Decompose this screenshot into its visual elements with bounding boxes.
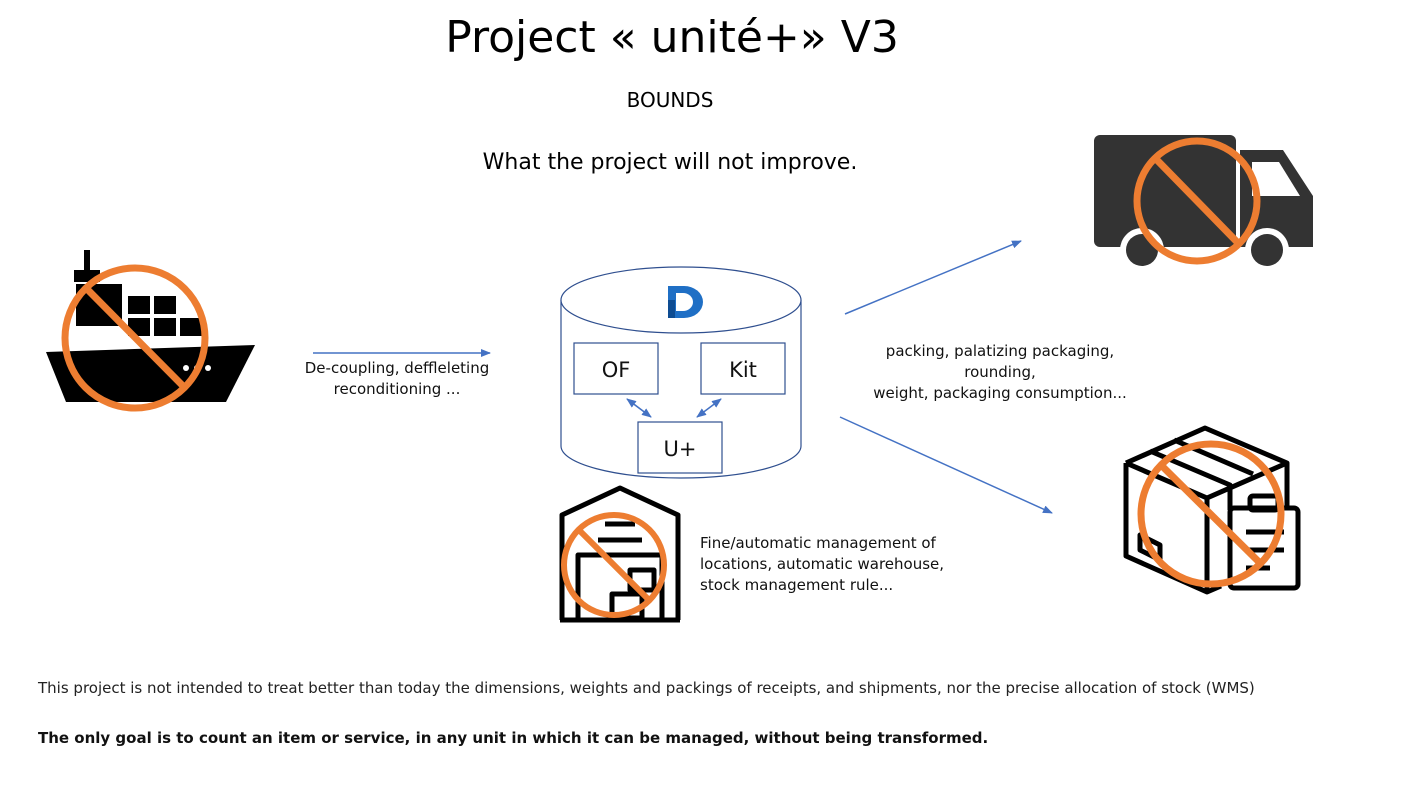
package-icon xyxy=(1123,425,1301,595)
truck-icon xyxy=(1094,135,1313,272)
outbound-label-line: weight, packaging consumption... xyxy=(873,384,1127,402)
prohibited-icon xyxy=(1137,440,1285,588)
logo-d-icon xyxy=(668,286,703,318)
outbound-label-line: rounding, xyxy=(964,363,1036,381)
uplus-box: U+ xyxy=(637,421,723,474)
prohibited-icon xyxy=(61,264,209,412)
outbound-label-line: packing, palatizing packaging, xyxy=(885,342,1115,360)
tagline: What the project will not improve. xyxy=(482,150,858,175)
ship-label-line: reconditioning ... xyxy=(333,380,461,398)
arrow-db-to-package xyxy=(839,416,1053,514)
footer-note: This project is not intended to treat be… xyxy=(38,679,1255,697)
kit-box-label: Kit xyxy=(729,358,757,382)
prohibited-icon xyxy=(561,512,667,618)
warehouse-label: Fine/automatic management of locations, … xyxy=(700,533,960,596)
footer-goal: The only goal is to count an item or ser… xyxy=(38,729,989,747)
arrow-db-to-truck xyxy=(844,240,1022,315)
warehouse-label-line: Fine/automatic management of xyxy=(700,534,936,552)
warehouse-label-line: locations, automatic warehouse, xyxy=(700,555,945,573)
ship-arrow-label: De-coupling, deffleleting reconditioning… xyxy=(292,358,502,400)
page-title: Project « unité+» V3 xyxy=(445,12,899,63)
of-box: OF xyxy=(573,342,659,395)
of-box-label: OF xyxy=(602,358,631,382)
prohibited-icon xyxy=(1133,137,1261,265)
warehouse-label-line: stock management rule... xyxy=(700,576,894,594)
double-arrow-kit-uplus xyxy=(696,398,722,418)
uplus-box-label: U+ xyxy=(664,437,697,461)
ship-label-line: De-coupling, deffleleting xyxy=(304,359,490,377)
outbound-label: packing, palatizing packaging, rounding,… xyxy=(862,341,1138,404)
double-arrow-of-uplus xyxy=(626,398,652,418)
page-subtitle: BOUNDS xyxy=(626,88,714,112)
kit-box: Kit xyxy=(700,342,786,395)
